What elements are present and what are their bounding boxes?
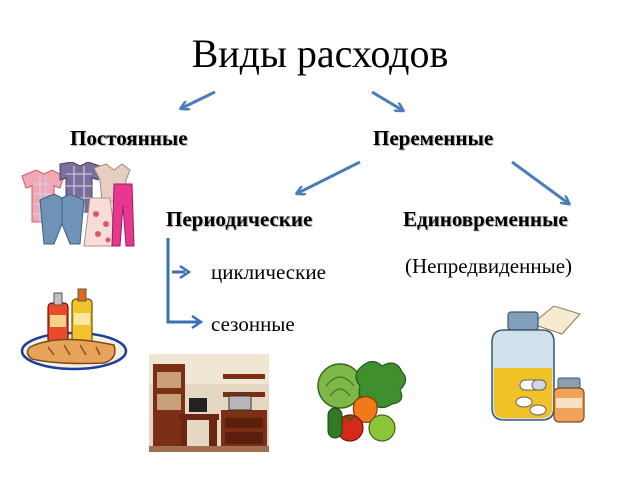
category-constant: Постоянные: [70, 126, 188, 150]
arrow-to-variable: [371, 90, 402, 110]
arrow-to-periodic: [298, 160, 361, 193]
vegetables-clipart: [317, 360, 407, 442]
arrow-to-constant: [182, 90, 216, 108]
arrow-to-one-time: [511, 160, 568, 203]
slide-title: Виды расходов: [191, 31, 449, 76]
groceries-clipart: [20, 288, 128, 371]
furniture-photo: [149, 354, 269, 452]
periodic-bracket: [166, 238, 200, 324]
medicine-clipart: [491, 305, 585, 423]
type-periodic: Периодические: [166, 207, 313, 231]
bracket-arrowhead-cyclic: [179, 264, 192, 280]
bracket-arrowhead-seasonal: [191, 314, 204, 330]
subtype-cyclic: циклические: [211, 260, 326, 284]
category-variable: Переменные: [373, 126, 494, 150]
type-one-time: Единовременные: [403, 207, 568, 231]
subtype-seasonal: сезонные: [211, 312, 295, 336]
clothes-clipart: [21, 162, 135, 247]
type-one-time-note: (Непредвиденные): [405, 254, 573, 278]
